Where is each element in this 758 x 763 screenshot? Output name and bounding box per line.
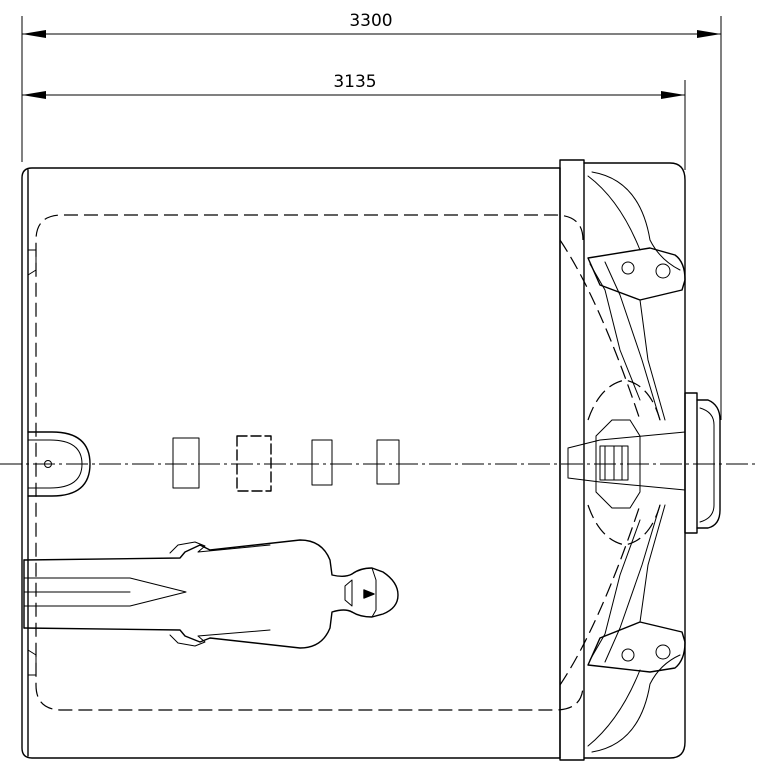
dimension-label-inner: 3135	[333, 72, 376, 92]
human-figure	[23, 539, 399, 649]
dimension-label-overall: 3300	[349, 11, 392, 31]
chamber-body	[21, 167, 561, 759]
door-hub-mechanism	[559, 239, 686, 686]
upper-hinge-bracket	[587, 247, 686, 421]
inner-dashed-outline	[35, 214, 584, 711]
lower-hinge-bracket	[587, 504, 686, 673]
ceiling-panels	[172, 435, 400, 492]
dimension-inner-width: 3135	[22, 72, 686, 170]
door-handwheel	[684, 392, 721, 534]
dimension-overall-width: 3300	[21, 11, 722, 420]
door-flange	[559, 159, 686, 761]
